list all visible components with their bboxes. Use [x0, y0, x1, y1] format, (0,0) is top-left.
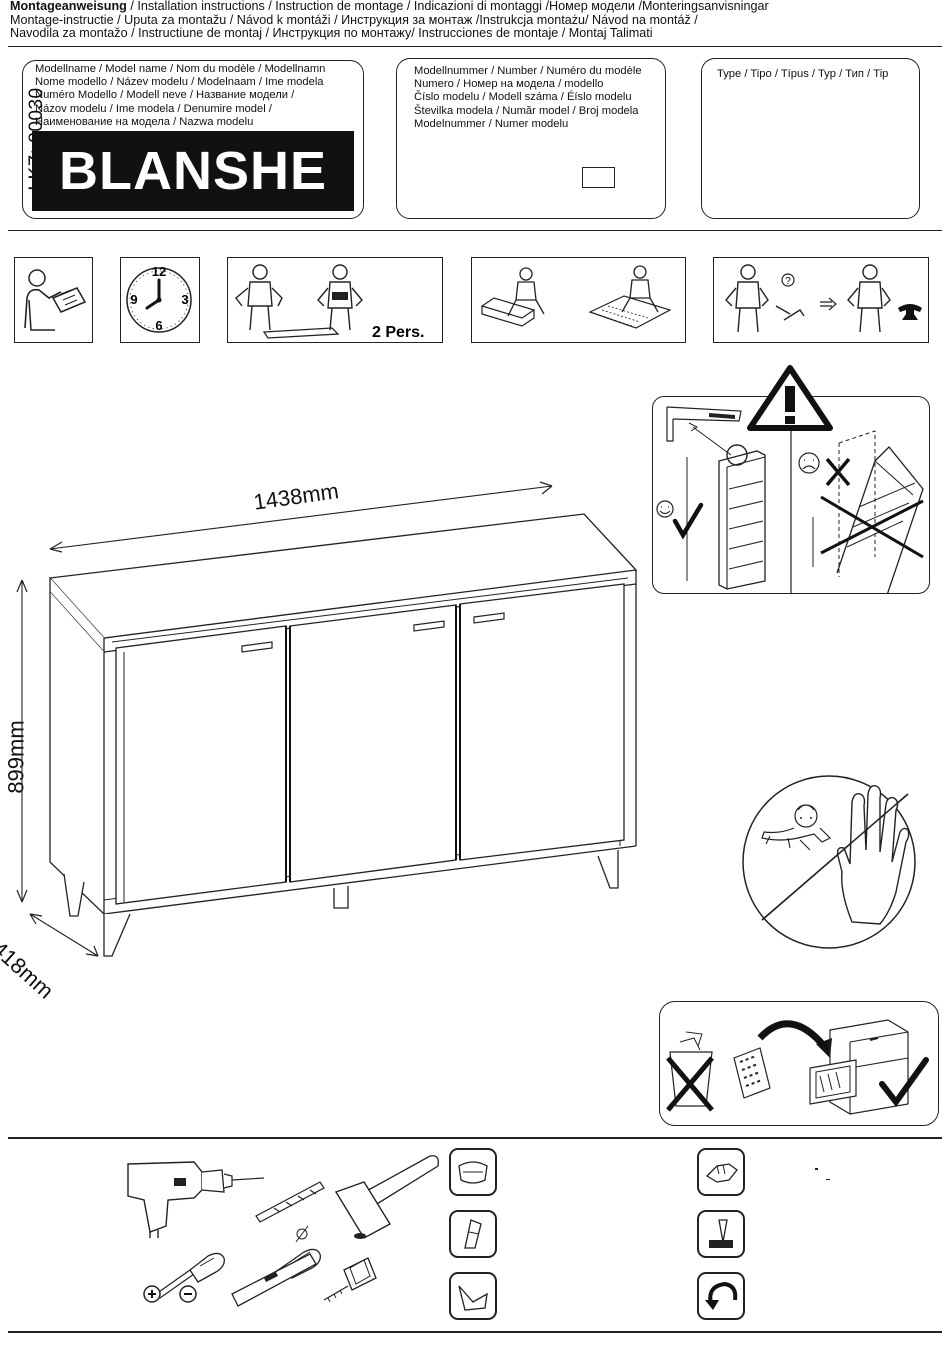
- sideboard-drawing: [16, 481, 638, 957]
- mallet-badge: [697, 1210, 745, 1258]
- glove-hand-badge: [697, 1148, 745, 1196]
- rotate-arrow-badge: [697, 1272, 745, 1320]
- clock-number-3: 3: [181, 292, 188, 307]
- drill-icon: [127, 1161, 265, 1238]
- model-name-label-line: Numéro Modello / Modell neve / Название …: [35, 89, 295, 102]
- model-number-label-line: Číslo modelu / Modell száma / Éíslo mode…: [414, 91, 632, 104]
- tape-measure-icon: [323, 1257, 377, 1303]
- clock-number-9: 9: [130, 292, 137, 307]
- tools-bottom-rule: [8, 1331, 942, 1333]
- flat-screwdriver-icon: [155, 1252, 225, 1299]
- persons-label: 2 Pers.: [372, 324, 424, 341]
- model-name-label-line: Modellname / Model name / Nom du modèle …: [35, 63, 326, 75]
- tools-top-rule: [8, 1137, 942, 1139]
- header-languages-1: / Installation instructions / Instructio…: [126, 0, 769, 13]
- header-line-2: Montage-instructie / Uputa za montažu / …: [10, 12, 698, 27]
- header-line-3: Navodila za montažo / Instructiune de mo…: [10, 26, 653, 41]
- warning-triangle-icon: [747, 365, 833, 431]
- type-label: Type / Tipo / Típus / Typ / Тип / Tip: [717, 68, 889, 80]
- model-number-label-line: Numero / Номер на модела / modello: [414, 78, 604, 91]
- dustpan-badge: [449, 1272, 497, 1320]
- model-number-box: [396, 58, 666, 219]
- brand-name: BLANSHE: [32, 131, 354, 211]
- decorative-dot: [815, 1168, 818, 1170]
- model-name-label-line: Наименование на модела / Nazwa modelu: [35, 115, 254, 128]
- header: Montageanweisung / Installation instruct…: [10, 0, 945, 41]
- read-instructions-icon: [14, 257, 93, 343]
- glue-tape-badge: [449, 1148, 497, 1196]
- two-persons-icon: 2 Pers.: [227, 257, 443, 343]
- spirit-level-icon: [231, 1253, 317, 1307]
- model-number-label-line: Modelnummer / Numer modelu: [414, 117, 569, 130]
- model-number-field: [582, 167, 615, 188]
- model-name-label-line: Nome modello / Název modelu / Modelnaam …: [35, 76, 324, 89]
- drill-bit-icon: [255, 1181, 325, 1243]
- model-name-labels: Modellname / Model name / Nom du modèle …: [35, 63, 325, 129]
- assembly-time-icon: 12 3 6 9: [120, 257, 200, 343]
- decorative-dash: [826, 1179, 830, 1180]
- section-rule: [8, 230, 942, 231]
- unpack-on-floor-icon: [471, 257, 686, 343]
- model-number-label-line: Modellnummer / Number / Numéro du modèle: [414, 65, 642, 77]
- hammer-icon: [334, 1155, 439, 1239]
- header-title: Montageanweisung: [10, 0, 127, 13]
- type-box: [701, 58, 920, 219]
- tools-drawing: [127, 1155, 439, 1307]
- header-rule: [8, 46, 942, 47]
- call-service-icon: ?: [713, 257, 929, 343]
- model-name-label-line: Názov modelu / Ime modela / Denumire mod…: [35, 102, 272, 115]
- model-number-labels: Modellnummer / Number / Numéro du modèle…: [414, 65, 642, 131]
- cloth-badge: [449, 1210, 497, 1258]
- clock-number-12: 12: [152, 264, 166, 279]
- model-number-label-line: Številka modela / Număr model / Broj mod…: [414, 104, 639, 117]
- clock-number-6: 6: [155, 318, 162, 333]
- svg-text:?: ?: [785, 276, 791, 287]
- header-line-1: Montageanweisung / Installation instruct…: [10, 0, 945, 14]
- child-safety-icon: [742, 775, 916, 949]
- keep-instructions-panel: [659, 1001, 939, 1126]
